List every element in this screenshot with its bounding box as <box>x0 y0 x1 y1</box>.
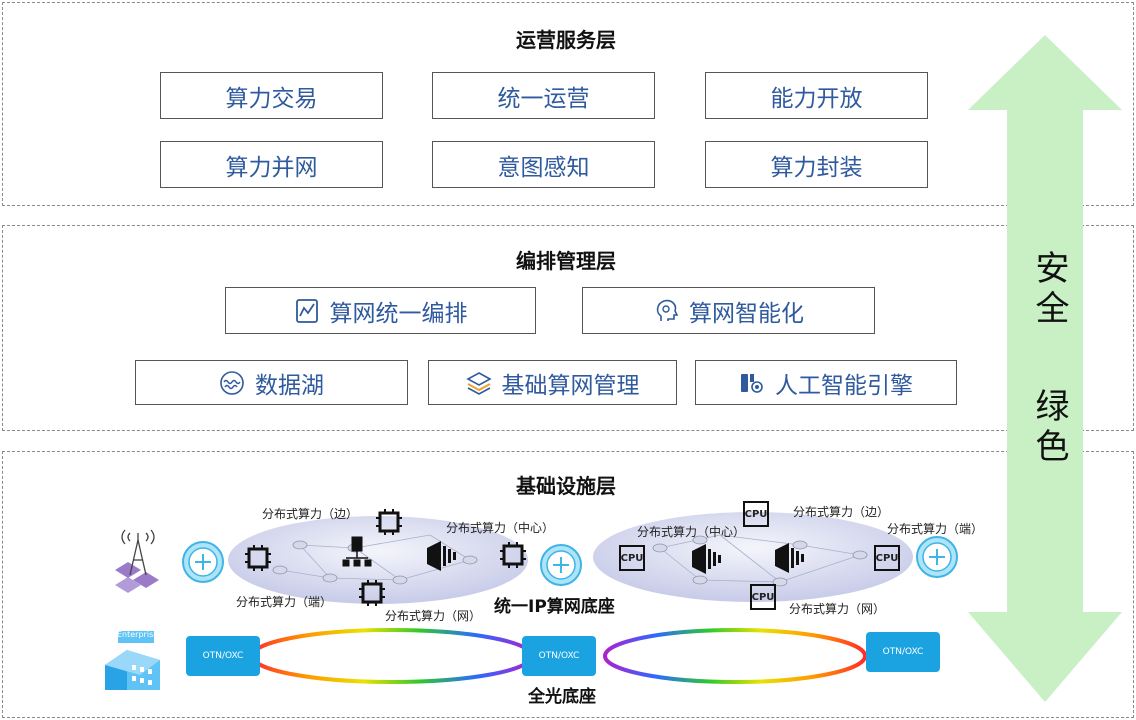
right-compute-cloud <box>593 512 913 602</box>
infrastructure-layer <box>2 451 1134 718</box>
router-icon <box>540 544 582 586</box>
orch-item-intelligence: 算网智能化 <box>582 287 875 334</box>
router-icon <box>916 536 958 578</box>
chip-icon <box>245 545 271 571</box>
left-mesh-lines <box>279 534 471 581</box>
right-mesh-lines <box>659 534 861 583</box>
orch-item-ai-engine-label: 人工智能引擎 <box>775 372 913 399</box>
orch-item-ai-engine: 人工智能引擎 <box>695 360 957 405</box>
orch-item-intelligence-label: 算网智能化 <box>689 300 804 327</box>
service-item-grid: 算力并网 <box>160 141 383 188</box>
service-item-ops: 统一运营 <box>432 72 655 119</box>
right-optical-ring <box>603 628 867 684</box>
orch-item-unified-label: 算网统一编排 <box>329 300 468 327</box>
layers-icon <box>465 370 492 396</box>
cpu-chip-icon: CPU <box>619 545 645 571</box>
service-layer <box>2 2 1134 206</box>
service-layer-title: 运营服务层 <box>516 28 616 52</box>
label-left-edge: 分布式算力（边） <box>262 507 359 521</box>
network-topology-icon <box>342 536 372 567</box>
service-item-trade: 算力交易 <box>160 72 383 119</box>
storage-nodes <box>272 535 868 587</box>
label-left-net: 分布式算力（网） <box>385 609 482 623</box>
otn-node-right: OTN/OXC <box>866 632 940 672</box>
ai-head-icon <box>653 298 679 324</box>
label-left-end: 分布式算力（端） <box>236 595 333 609</box>
chart-frame-icon <box>294 298 320 324</box>
cpu-chip-icon: CPU <box>874 545 900 571</box>
chip-icon <box>359 580 385 606</box>
label-right-edge: 分布式算力（边） <box>793 505 890 519</box>
ai-engine-icon <box>739 370 765 396</box>
service-item-intent: 意图感知 <box>432 141 655 188</box>
arrow-text-security: 安全 <box>1029 250 1069 330</box>
cpu-chip-icon: CPU <box>750 584 776 610</box>
server-stack-icon <box>775 543 804 573</box>
lake-icon <box>219 370 245 396</box>
server-stack-icon <box>427 541 456 571</box>
service-item-open: 能力开放 <box>705 72 928 119</box>
optical-base-label: 全光底座 <box>528 687 596 707</box>
cpu-chip-icon: CPU <box>743 501 769 527</box>
router-icon <box>182 541 224 583</box>
left-optical-ring <box>250 628 534 684</box>
infrastructure-layer-title: 基础设施层 <box>516 474 616 498</box>
ip-base-label: 统一IP算网底座 <box>494 597 615 617</box>
orch-item-unified: 算网统一编排 <box>225 287 536 334</box>
chip-icon <box>376 509 402 535</box>
orch-item-basic-mgmt-label: 基础算网管理 <box>501 372 640 399</box>
orchestration-layer-title: 编排管理层 <box>516 249 616 273</box>
orch-item-datalake: 数据湖 <box>135 360 408 405</box>
otn-node-left: OTN/OXC <box>186 636 260 676</box>
orch-item-basic-mgmt: 基础算网管理 <box>428 360 677 405</box>
left-compute-cloud <box>228 516 528 604</box>
label-right-end: 分布式算力（端） <box>887 522 984 536</box>
orchestration-layer <box>2 225 1134 431</box>
arrow-text-green: 绿色 <box>1029 388 1069 468</box>
label-right-net: 分布式算力（网） <box>789 602 886 616</box>
service-item-package: 算力封装 <box>705 141 928 188</box>
server-stack-icon <box>692 544 721 574</box>
base-station-icon <box>115 529 159 593</box>
label-right-center: 分布式算力（中心） <box>637 525 746 539</box>
orch-item-datalake-label: 数据湖 <box>255 372 324 399</box>
enterprise-building-icon <box>105 631 160 690</box>
label-left-center: 分布式算力（中心） <box>446 521 555 535</box>
otn-node-middle: OTN/OXC <box>522 636 596 676</box>
enterprise-label: Enterprise <box>117 630 159 639</box>
chip-icon <box>500 542 526 568</box>
